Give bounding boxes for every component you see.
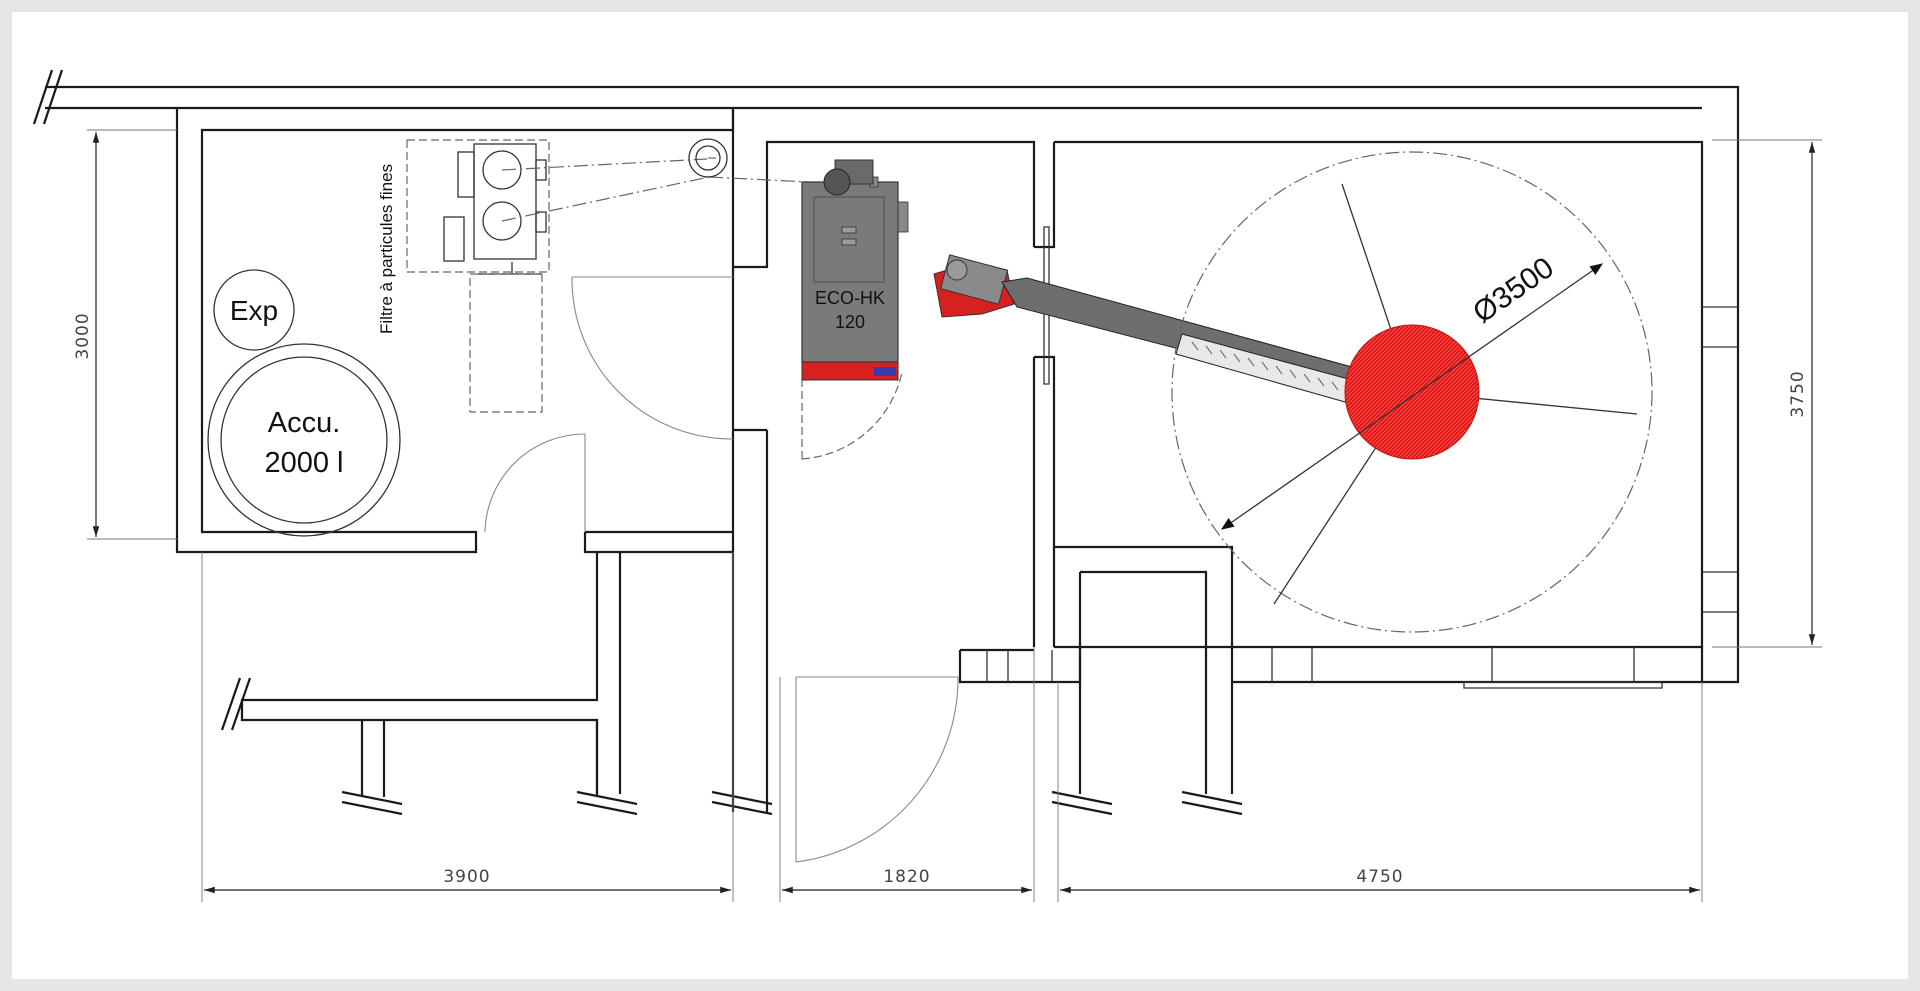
boiler-eco-hk: ECO-HK 120 [801,159,909,460]
silo-sweep: Ø3500 [1171,151,1653,633]
floor-plan: Filtre à particules fines Exp Accu. 2000… [32,69,1822,902]
particle-filter: Filtre à particules fines [377,139,550,413]
dimension-room3-width: 4750 [1356,867,1403,887]
accumulator-tank: Accu. 2000 l [207,343,401,537]
boiler-label-line1: ECO-HK [815,288,885,308]
dimension-room1-width: 3900 [443,867,490,887]
dimension-left-height: 3000 [73,312,93,359]
drawing-sheet: Filtre à particules fines Exp Accu. 2000… [12,12,1908,979]
pellet-burner [933,254,1015,318]
flue-line [501,158,708,171]
accu-label-line1: Accu. [268,407,341,439]
filter-label: Filtre à particules fines [377,164,396,334]
expansion-label: Exp [230,295,278,326]
door-swings [484,276,959,863]
building-walls [32,69,1740,816]
flue-line [501,176,710,222]
boiler-label-line2: 120 [835,312,865,332]
chimney-icon [688,138,728,178]
dimension-room2-width: 1820 [883,867,930,887]
dimension-lines [87,129,1822,902]
silo-diameter-label: Ø3500 [1467,251,1560,330]
flue-line [708,176,810,190]
dimension-right-height: 3750 [1788,370,1808,417]
expansion-vessel: Exp [213,269,295,351]
accu-label-line2: 2000 l [264,447,343,479]
